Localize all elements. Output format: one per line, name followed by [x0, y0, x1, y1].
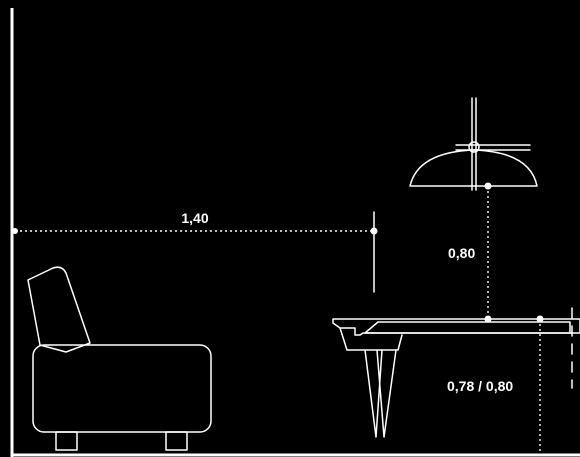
table-leg: [364, 349, 383, 438]
table-top: [332, 318, 580, 336]
lamp-shade: [409, 149, 538, 187]
table-leg: [376, 349, 397, 438]
table-apron: [339, 327, 403, 351]
pendant-lamp: [409, 97, 538, 191]
table-top-inner: [364, 321, 571, 334]
table: [332, 307, 580, 438]
armchair-seat: [32, 344, 212, 433]
lamp-hub: [468, 141, 480, 153]
armchair-leg-right: [165, 431, 188, 451]
dimension-label: 0,80: [448, 245, 475, 261]
dimension-table-height: 0,78 / 0,80: [447, 315, 544, 457]
dimension-label: 1,40: [181, 210, 208, 226]
dimension-endpoint: [484, 182, 492, 190]
armchair: [27, 266, 212, 451]
dimension-sofa-to-table: 1,40: [12, 210, 378, 293]
armchair-backrest: [27, 266, 91, 353]
dimension-endpoint: [12, 228, 18, 234]
dimension-label: 0,78 / 0,80: [447, 378, 513, 394]
dimension-endpoint: [536, 315, 544, 323]
dimension-lamp-height: 0,80: [448, 182, 492, 323]
armchair-leg-left: [55, 431, 78, 451]
